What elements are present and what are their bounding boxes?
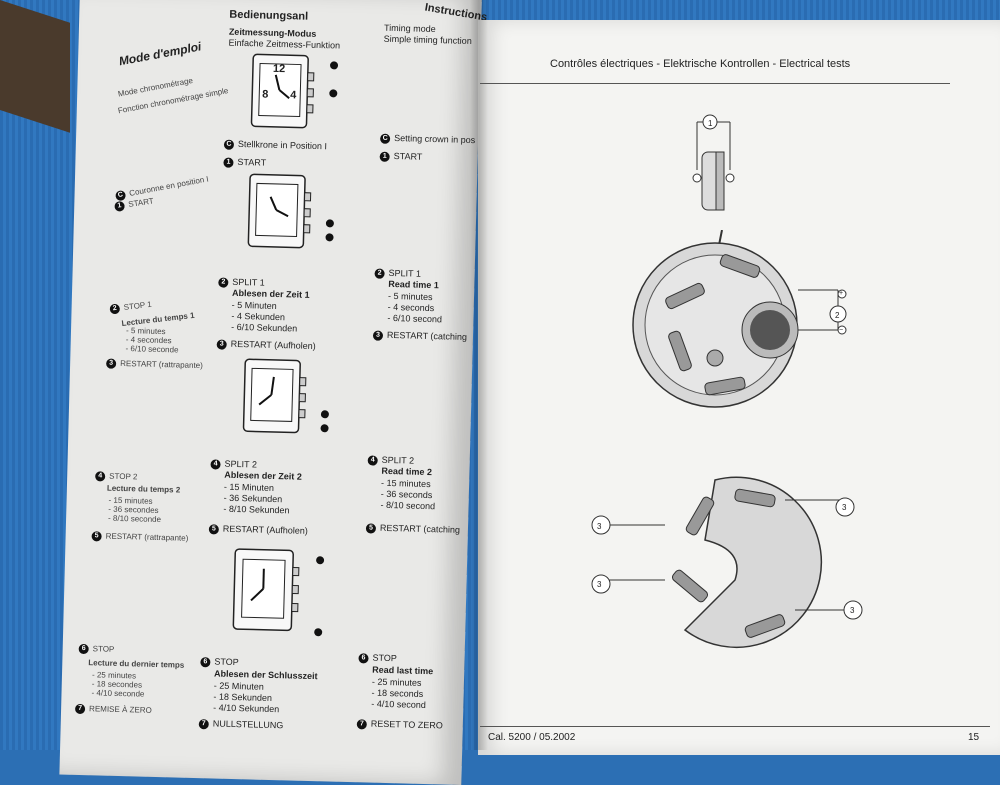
callout-3: 3 — [842, 503, 847, 512]
bullet-1-icon: 1 — [113, 200, 126, 212]
watch-dial-4: 4 — [290, 89, 297, 102]
bullet-6-icon: 6 — [358, 652, 369, 664]
book-gutter — [470, 0, 488, 750]
watch-dial-12: 12 — [272, 62, 286, 76]
en-stop-line: - 4/10 second — [371, 698, 427, 711]
bullet-7-icon: 7 — [356, 718, 367, 730]
fr-stop-line: - 4/10 seconde — [91, 688, 145, 699]
bullet-2-icon: 2 — [109, 303, 121, 315]
bullet-1-icon: 1 — [379, 151, 390, 162]
title-rule — [480, 83, 950, 84]
movement-diagram-top — [632, 230, 847, 408]
minus-terminal: − — [839, 327, 844, 334]
bullet-5-icon: 5 — [91, 531, 102, 542]
c-bullet-icon: C — [380, 133, 391, 144]
watch-diagram-3 — [242, 358, 329, 434]
de-split2-line: - 8/10 Sekunden — [223, 503, 290, 516]
de-split2-title: Ablesen der Zeit 2 — [224, 469, 302, 482]
de-split1-line: - 6/10 Sekunden — [231, 321, 298, 334]
de-header: Bedienungsanl — [229, 8, 309, 23]
bullet-5-icon: 5 — [208, 523, 219, 535]
bullet-4-icon: 4 — [95, 471, 106, 482]
callout-3: 3 — [597, 580, 602, 589]
plus-terminal: + — [839, 290, 844, 297]
battery-diagram — [692, 114, 735, 211]
page-number: 15 — [968, 732, 980, 743]
en-title2: Simple timing function — [383, 33, 472, 47]
watch-diagram-2 — [247, 173, 334, 249]
callout-2: 2 — [835, 311, 840, 320]
bullet-4-icon: 4 — [210, 458, 221, 470]
bullet-2-icon: 2 — [218, 277, 229, 288]
c-bullet-icon: C — [223, 139, 235, 150]
movement-diagram-bottom — [591, 476, 863, 649]
en-split2-title: Read time 2 — [381, 465, 433, 478]
bullet-6-icon: 6 — [200, 656, 211, 668]
bullet-7-icon: 7 — [198, 718, 209, 729]
callout-1: 1 — [708, 119, 713, 128]
bullet-7-icon: 7 — [74, 703, 86, 715]
callout-3: 3 — [597, 522, 602, 531]
page-title: Contrôles électriques - Elektrische Kont… — [550, 58, 851, 70]
fr-stop1-line: - 6/10 seconde — [125, 344, 179, 355]
bullet-3-icon: 3 — [216, 339, 227, 350]
bullet-5-icon: 5 — [365, 523, 377, 534]
watch-diagram-4 — [232, 548, 325, 637]
de-stop-line: - 4/10 Sekunden — [213, 702, 280, 715]
fr-stop2-line: - 8/10 seconde — [107, 513, 162, 525]
bullet-1-icon: 1 — [223, 157, 234, 168]
watch-diagram-1 — [250, 53, 339, 129]
bullet-3-icon: 3 — [106, 358, 117, 369]
background-object — [0, 0, 70, 133]
fr-header: Mode d'emploi — [117, 39, 203, 69]
footer-caliber: Cal. 5200 / 05.2002 — [488, 732, 576, 743]
en-split2-line: - 8/10 second — [380, 499, 436, 512]
bullet-3-icon: 3 — [372, 330, 384, 341]
de-split1-title: Ablesen der Zeit 1 — [231, 287, 310, 300]
fr-stop2-title: Lecture du temps 2 — [106, 483, 181, 495]
en-stop-title: Read last time — [372, 664, 434, 677]
bullet-4-icon: 4 — [367, 455, 378, 466]
left-page: Mode d'emploi Mode chronométrage Fonctio… — [59, 0, 488, 785]
footer-rule — [480, 726, 990, 727]
watch-dial-8: 8 — [262, 88, 269, 101]
en-split1-line: - 6/10 second — [387, 312, 443, 325]
bullet-2-icon: 2 — [374, 268, 385, 279]
bullet-6-icon: 6 — [78, 643, 89, 655]
callout-3: 3 — [850, 606, 855, 615]
en-split1-title: Read time 1 — [388, 278, 439, 291]
